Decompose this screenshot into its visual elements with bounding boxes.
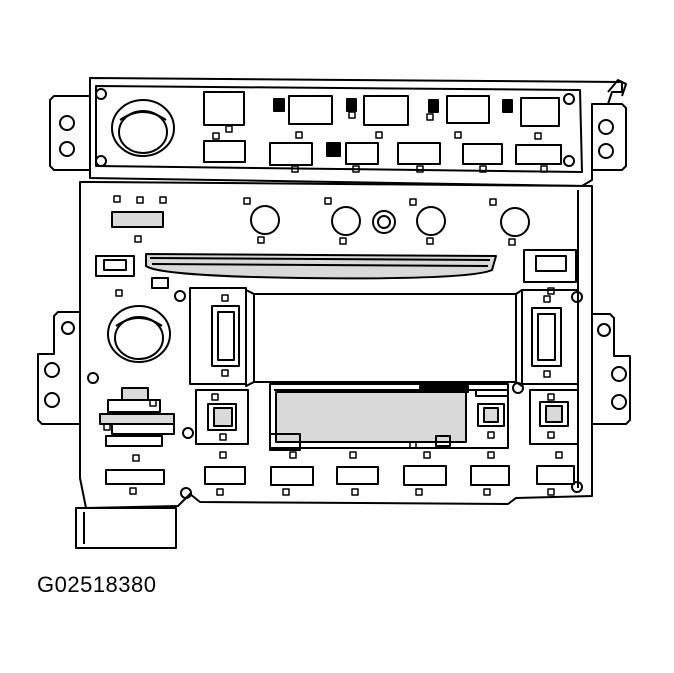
right-upper-mounting-tab	[592, 103, 627, 171]
media-slot	[269, 383, 509, 451]
left-center-button	[195, 389, 249, 445]
left-switch-cluster	[99, 387, 175, 495]
display-rail	[145, 253, 497, 280]
upper-button-windows	[203, 91, 562, 166]
right-button	[529, 389, 579, 445]
upper-faceplate	[89, 77, 627, 187]
panel-fastener-holes	[87, 290, 583, 499]
bottom-bracket-foot	[75, 507, 177, 549]
upper-knob-socket	[111, 99, 175, 157]
right-display-bezel	[521, 289, 579, 385]
marker-squares	[113, 195, 516, 246]
upper-fastener-holes	[95, 88, 575, 167]
left-side-mounting-tab	[37, 311, 80, 425]
right-center-button	[475, 389, 509, 439]
left-upper-mounting-tab	[49, 95, 90, 171]
left-display-bezel	[189, 287, 247, 385]
left-upper-button	[95, 255, 169, 297]
control-knobs-row	[111, 205, 530, 237]
figure-code: G02518380	[37, 572, 157, 597]
preset-buttons-row	[204, 451, 575, 496]
right-side-mounting-tab	[592, 313, 631, 425]
upper-row-markers	[212, 111, 548, 173]
lower-knob-socket	[107, 305, 171, 363]
